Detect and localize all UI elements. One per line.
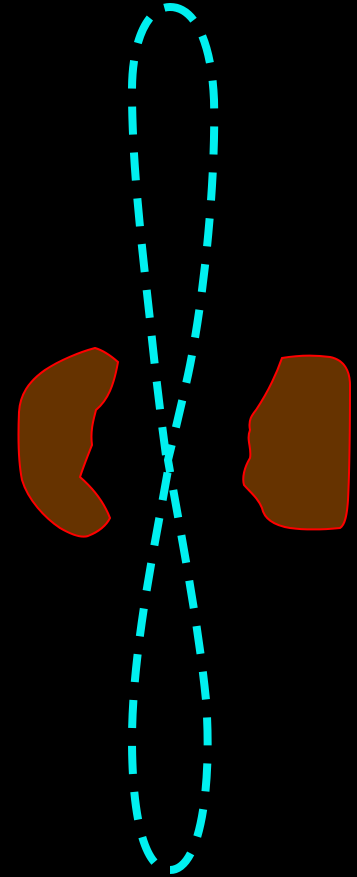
right-brown-blob — [243, 356, 350, 530]
dashed-figure-eight-outline — [132, 7, 214, 870]
left-brown-blob — [18, 348, 118, 537]
